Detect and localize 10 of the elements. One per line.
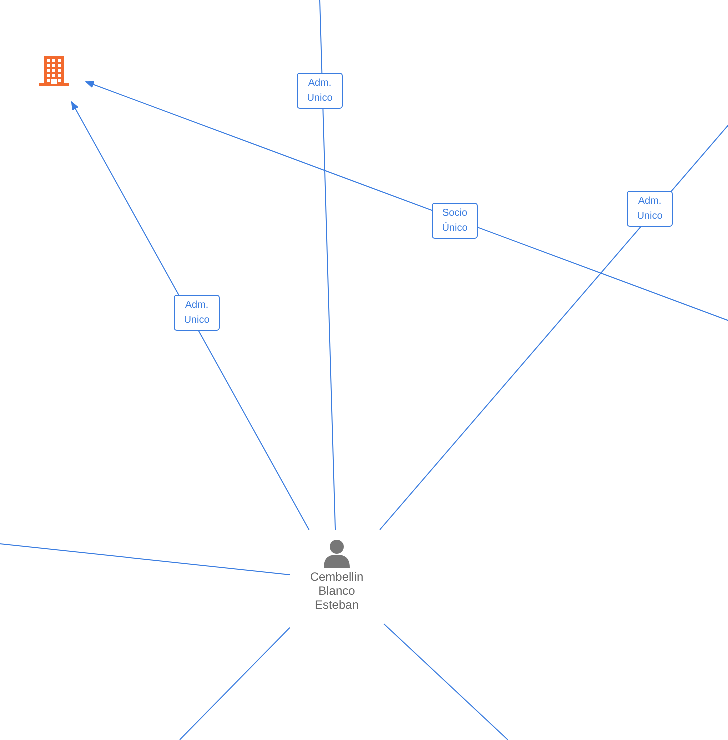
edge-label: Socio Único [432,203,478,239]
connector-line [0,544,290,576]
connector-line [180,627,290,740]
connector-line [384,623,508,740]
person-name: Cembellin Blanco Esteban [309,570,365,612]
edge-label: Adm. Unico [297,73,343,109]
edge-label: Adm. Unico [627,191,673,227]
connector-line [320,0,336,530]
connector-line [71,101,310,530]
edge-label: Adm. Unico [174,295,220,331]
